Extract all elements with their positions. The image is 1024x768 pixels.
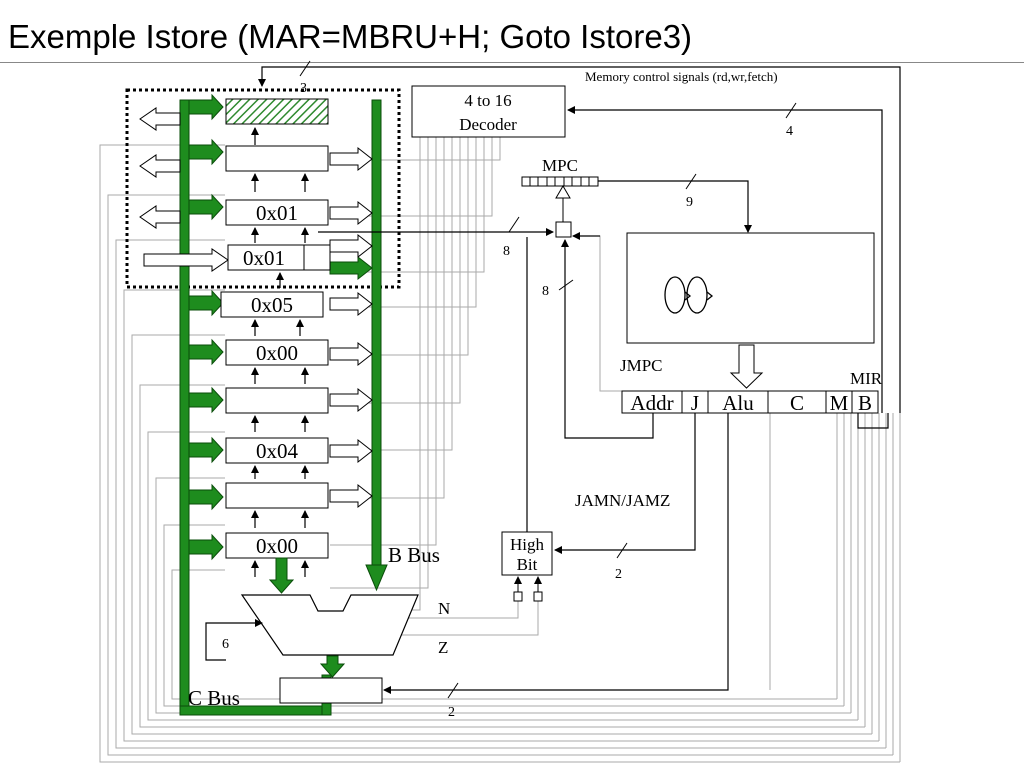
register-cpp (225, 387, 329, 414)
mpc-register: MPC (521, 156, 599, 187)
svg-text:Addr: Addr (630, 391, 673, 415)
register-mar (225, 98, 329, 125)
register-h: 0x00 (225, 532, 329, 559)
alu-to-shifter-arrow (319, 655, 346, 678)
page-title: Exemple Istore (MAR=MBRU+H; Goto Istore3… (8, 18, 693, 55)
svg-text:MPC: MPC (542, 156, 578, 175)
high-bit-box: High Bit (501, 531, 553, 576)
shifter-control-width: 2 (448, 705, 455, 720)
svg-text:0x00: 0x00 (256, 341, 298, 365)
c-bus-write-arrows (188, 93, 373, 561)
mpc-mux (555, 221, 572, 238)
register-control-arrows (251, 127, 309, 577)
register-mdr (225, 145, 329, 172)
svg-text:0x01: 0x01 (243, 246, 285, 270)
mbr-to-mux-width: 8 (503, 244, 510, 259)
svg-text:High: High (510, 535, 545, 554)
control-store (626, 232, 875, 344)
mpc-output-wire (598, 180, 752, 233)
registers: 0x01 0x01 0x05 0x00 0x04 0x00 (220, 98, 331, 559)
svg-text:Alu: Alu (722, 391, 754, 415)
alu-control-width: 6 (222, 637, 229, 652)
svg-text:Decoder: Decoder (459, 115, 517, 134)
memory-control-width: 3 (300, 81, 307, 96)
svg-text:B: B (858, 391, 872, 415)
svg-text:0x05: 0x05 (251, 293, 293, 317)
decoder: 4 to 16 Decoder (411, 85, 566, 138)
svg-text:0x04: 0x04 (256, 439, 299, 463)
decoder-input-width: 4 (786, 124, 793, 139)
register-mbr: 0x01 (227, 244, 331, 271)
memory-control-wire (262, 66, 901, 429)
control-wire-bundle (99, 137, 901, 763)
addr-to-mux-wire (561, 239, 654, 439)
jmpc-label: JMPC (620, 356, 663, 375)
mir-label: MIR (850, 369, 883, 388)
svg-text:0x00: 0x00 (256, 534, 298, 558)
register-lv: 0x00 (225, 339, 329, 366)
memory-control-label: Memory control signals (rd,wr,fetch) (585, 69, 778, 84)
z-label: Z (438, 638, 448, 657)
svg-text:Bit: Bit (517, 555, 538, 574)
addr-to-mux-width: 8 (542, 284, 549, 299)
mpc-output-width: 9 (686, 195, 693, 210)
decoder-input-wire (567, 106, 883, 413)
register-pc: 0x01 (225, 199, 329, 226)
b-bus-read-arrows (329, 146, 373, 509)
svg-text:4 to 16: 4 to 16 (464, 91, 511, 110)
alu (240, 594, 419, 656)
shifter (279, 677, 383, 704)
control-store-ellipse-icon (664, 276, 714, 314)
mir-register: Addr J Alu C M B (621, 390, 879, 415)
alu-control-wire (205, 619, 263, 661)
svg-text:J: J (691, 391, 699, 415)
register-opc (225, 482, 329, 509)
jamn-jamz-label: JAMN/JAMZ (575, 491, 670, 510)
control-store-to-mir-arrow (729, 344, 764, 389)
register-tos: 0x04 (225, 437, 329, 464)
shifter-control-wire (383, 413, 729, 694)
jam-wire (554, 413, 696, 554)
c-bus-label: C Bus (188, 686, 240, 710)
b-bus (365, 99, 388, 592)
register-sp: 0x05 (220, 291, 324, 318)
n-flipflop (513, 591, 523, 602)
z-flipflop (533, 591, 543, 602)
svg-text:M: M (830, 391, 849, 415)
h-to-alu-arrow (268, 557, 295, 594)
jam-width: 2 (615, 567, 622, 582)
memory-arrows (139, 107, 229, 272)
svg-text:C: C (790, 391, 804, 415)
n-label: N (438, 599, 450, 618)
b-bus-label: B Bus (388, 543, 440, 567)
svg-text:0x01: 0x01 (256, 201, 298, 225)
title-divider (0, 62, 1024, 63)
